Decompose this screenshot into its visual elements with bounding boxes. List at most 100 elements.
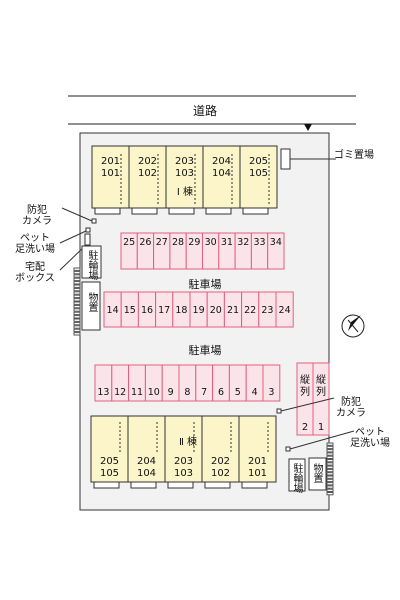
- tandem-number-1: 1: [318, 422, 324, 433]
- delivery-box-label: 宅配 ボックス: [15, 262, 55, 284]
- parking-number-22: 22: [244, 305, 256, 316]
- bike-slot-left: [73, 332, 81, 336]
- bike-slot-left: [73, 270, 81, 275]
- bike-slot-left: [73, 318, 81, 322]
- parking-number-32: 32: [237, 237, 249, 248]
- parking-number-14: 14: [107, 305, 119, 316]
- bike-left-label: 駐輪場: [86, 250, 97, 280]
- unit-number-lower: 105: [249, 168, 268, 179]
- parking-number-19: 19: [193, 305, 205, 316]
- bike-left-area: [81, 245, 102, 279]
- parking-number-6: 6: [218, 387, 224, 398]
- bike-slot-right: [326, 442, 334, 446]
- parking-number-11: 11: [131, 387, 143, 398]
- parking-number-4: 4: [252, 387, 258, 398]
- bike-slot-right: [326, 462, 334, 466]
- camera-right-leader: [280, 397, 335, 412]
- entrance-arrow-icon: [304, 124, 312, 131]
- parking-number-30: 30: [205, 237, 217, 248]
- bike-slot-right: [326, 492, 334, 496]
- bike-slot-left: [73, 321, 81, 326]
- camera-left-marker: [91, 218, 97, 224]
- parking-number-13: 13: [97, 387, 109, 398]
- pet-wash-right-label: ペット 足洗い場: [350, 427, 390, 449]
- parking-number-25: 25: [123, 237, 135, 248]
- bike-slot-right: [326, 475, 334, 479]
- unit-number-upper: 203: [174, 456, 193, 467]
- bike-slot-left: [73, 298, 81, 302]
- bike-right-area: [288, 458, 306, 492]
- camera-right-marker: [276, 408, 282, 414]
- compass-line: [347, 319, 359, 333]
- bike-slot-left: [73, 301, 81, 305]
- parking-number-34: 34: [270, 237, 282, 248]
- unit-number-upper: 205: [100, 456, 119, 467]
- pet-wash-right-leader: [289, 430, 355, 450]
- parking-number-28: 28: [172, 237, 184, 248]
- parking-number-17: 17: [158, 305, 170, 316]
- compass-needle: [348, 315, 361, 331]
- road-label: 道路: [193, 104, 218, 118]
- parking-label-2: 駐車場: [188, 344, 222, 357]
- parking-number-29: 29: [188, 237, 200, 248]
- parking-space-3: [262, 364, 281, 402]
- parking-number-10: 10: [148, 387, 160, 398]
- bike-slot-right: [326, 468, 334, 473]
- tandem-number-2: 2: [302, 422, 308, 433]
- storage-left-area: [81, 281, 101, 331]
- unit-b1-201: [91, 145, 130, 209]
- storage-left-label: 物置: [86, 292, 97, 312]
- building-1-label: Ⅰ 棟: [177, 185, 193, 198]
- bike-slot-right: [326, 482, 334, 486]
- camera-right-label: 防犯 カメラ: [336, 397, 366, 419]
- parking-number-31: 31: [221, 237, 233, 248]
- unit-number-lower: 102: [211, 468, 230, 479]
- storage-right-area: [308, 457, 327, 491]
- bike-slot-right: [326, 478, 334, 483]
- unit-number-upper: 202: [211, 456, 230, 467]
- balcony-b2-204: [130, 481, 157, 489]
- parking-number-5: 5: [235, 387, 241, 398]
- balcony-b1-204: [205, 207, 232, 215]
- balcony-b1-201: [94, 207, 121, 215]
- storage-right-label: 物置: [311, 463, 322, 483]
- camera-left-leader: [61, 207, 93, 222]
- bike-slot-left: [73, 328, 81, 333]
- unit-number-upper: 205: [249, 156, 268, 167]
- bike-slot-right: [326, 452, 334, 456]
- bike-slot-left: [73, 291, 81, 295]
- unit-number-upper: 201: [101, 156, 120, 167]
- parking-label-1: 駐車場: [188, 278, 222, 291]
- building-2-label: Ⅱ 棟: [179, 435, 197, 448]
- unit-number-lower: 105: [100, 468, 119, 479]
- parking-number-20: 20: [210, 305, 222, 316]
- bike-slot-right: [326, 459, 334, 463]
- unit-number-upper: 203: [175, 156, 194, 167]
- bike-slot-right: [326, 465, 334, 469]
- parking-number-27: 27: [156, 237, 168, 248]
- unit-number-lower: 104: [212, 168, 231, 179]
- parking-number-3: 3: [268, 387, 274, 398]
- unit-b1-205: [239, 145, 278, 209]
- tandem-label-char: 縦: [316, 373, 326, 386]
- bike-slot-right: [326, 455, 334, 460]
- bike-slot-right: [326, 485, 334, 489]
- parking-number-15: 15: [124, 305, 136, 316]
- unit-number-lower: 103: [174, 468, 193, 479]
- unit-number-lower: 104: [137, 468, 156, 479]
- bike-slot-left: [73, 284, 81, 288]
- bike-slot-left: [73, 267, 81, 271]
- bike-slot-left: [73, 287, 81, 292]
- bike-slot-left: [73, 294, 81, 299]
- unit-b1-203: [165, 145, 204, 209]
- pet-wash-right-marker: [285, 446, 291, 452]
- balcony-b2-201: [241, 481, 268, 489]
- parking-number-33: 33: [254, 237, 266, 248]
- garbage-label: ゴミ置場: [334, 150, 374, 161]
- balcony-b1-205: [242, 207, 269, 215]
- delivery-box: [84, 233, 91, 246]
- unit-number-upper: 201: [248, 456, 267, 467]
